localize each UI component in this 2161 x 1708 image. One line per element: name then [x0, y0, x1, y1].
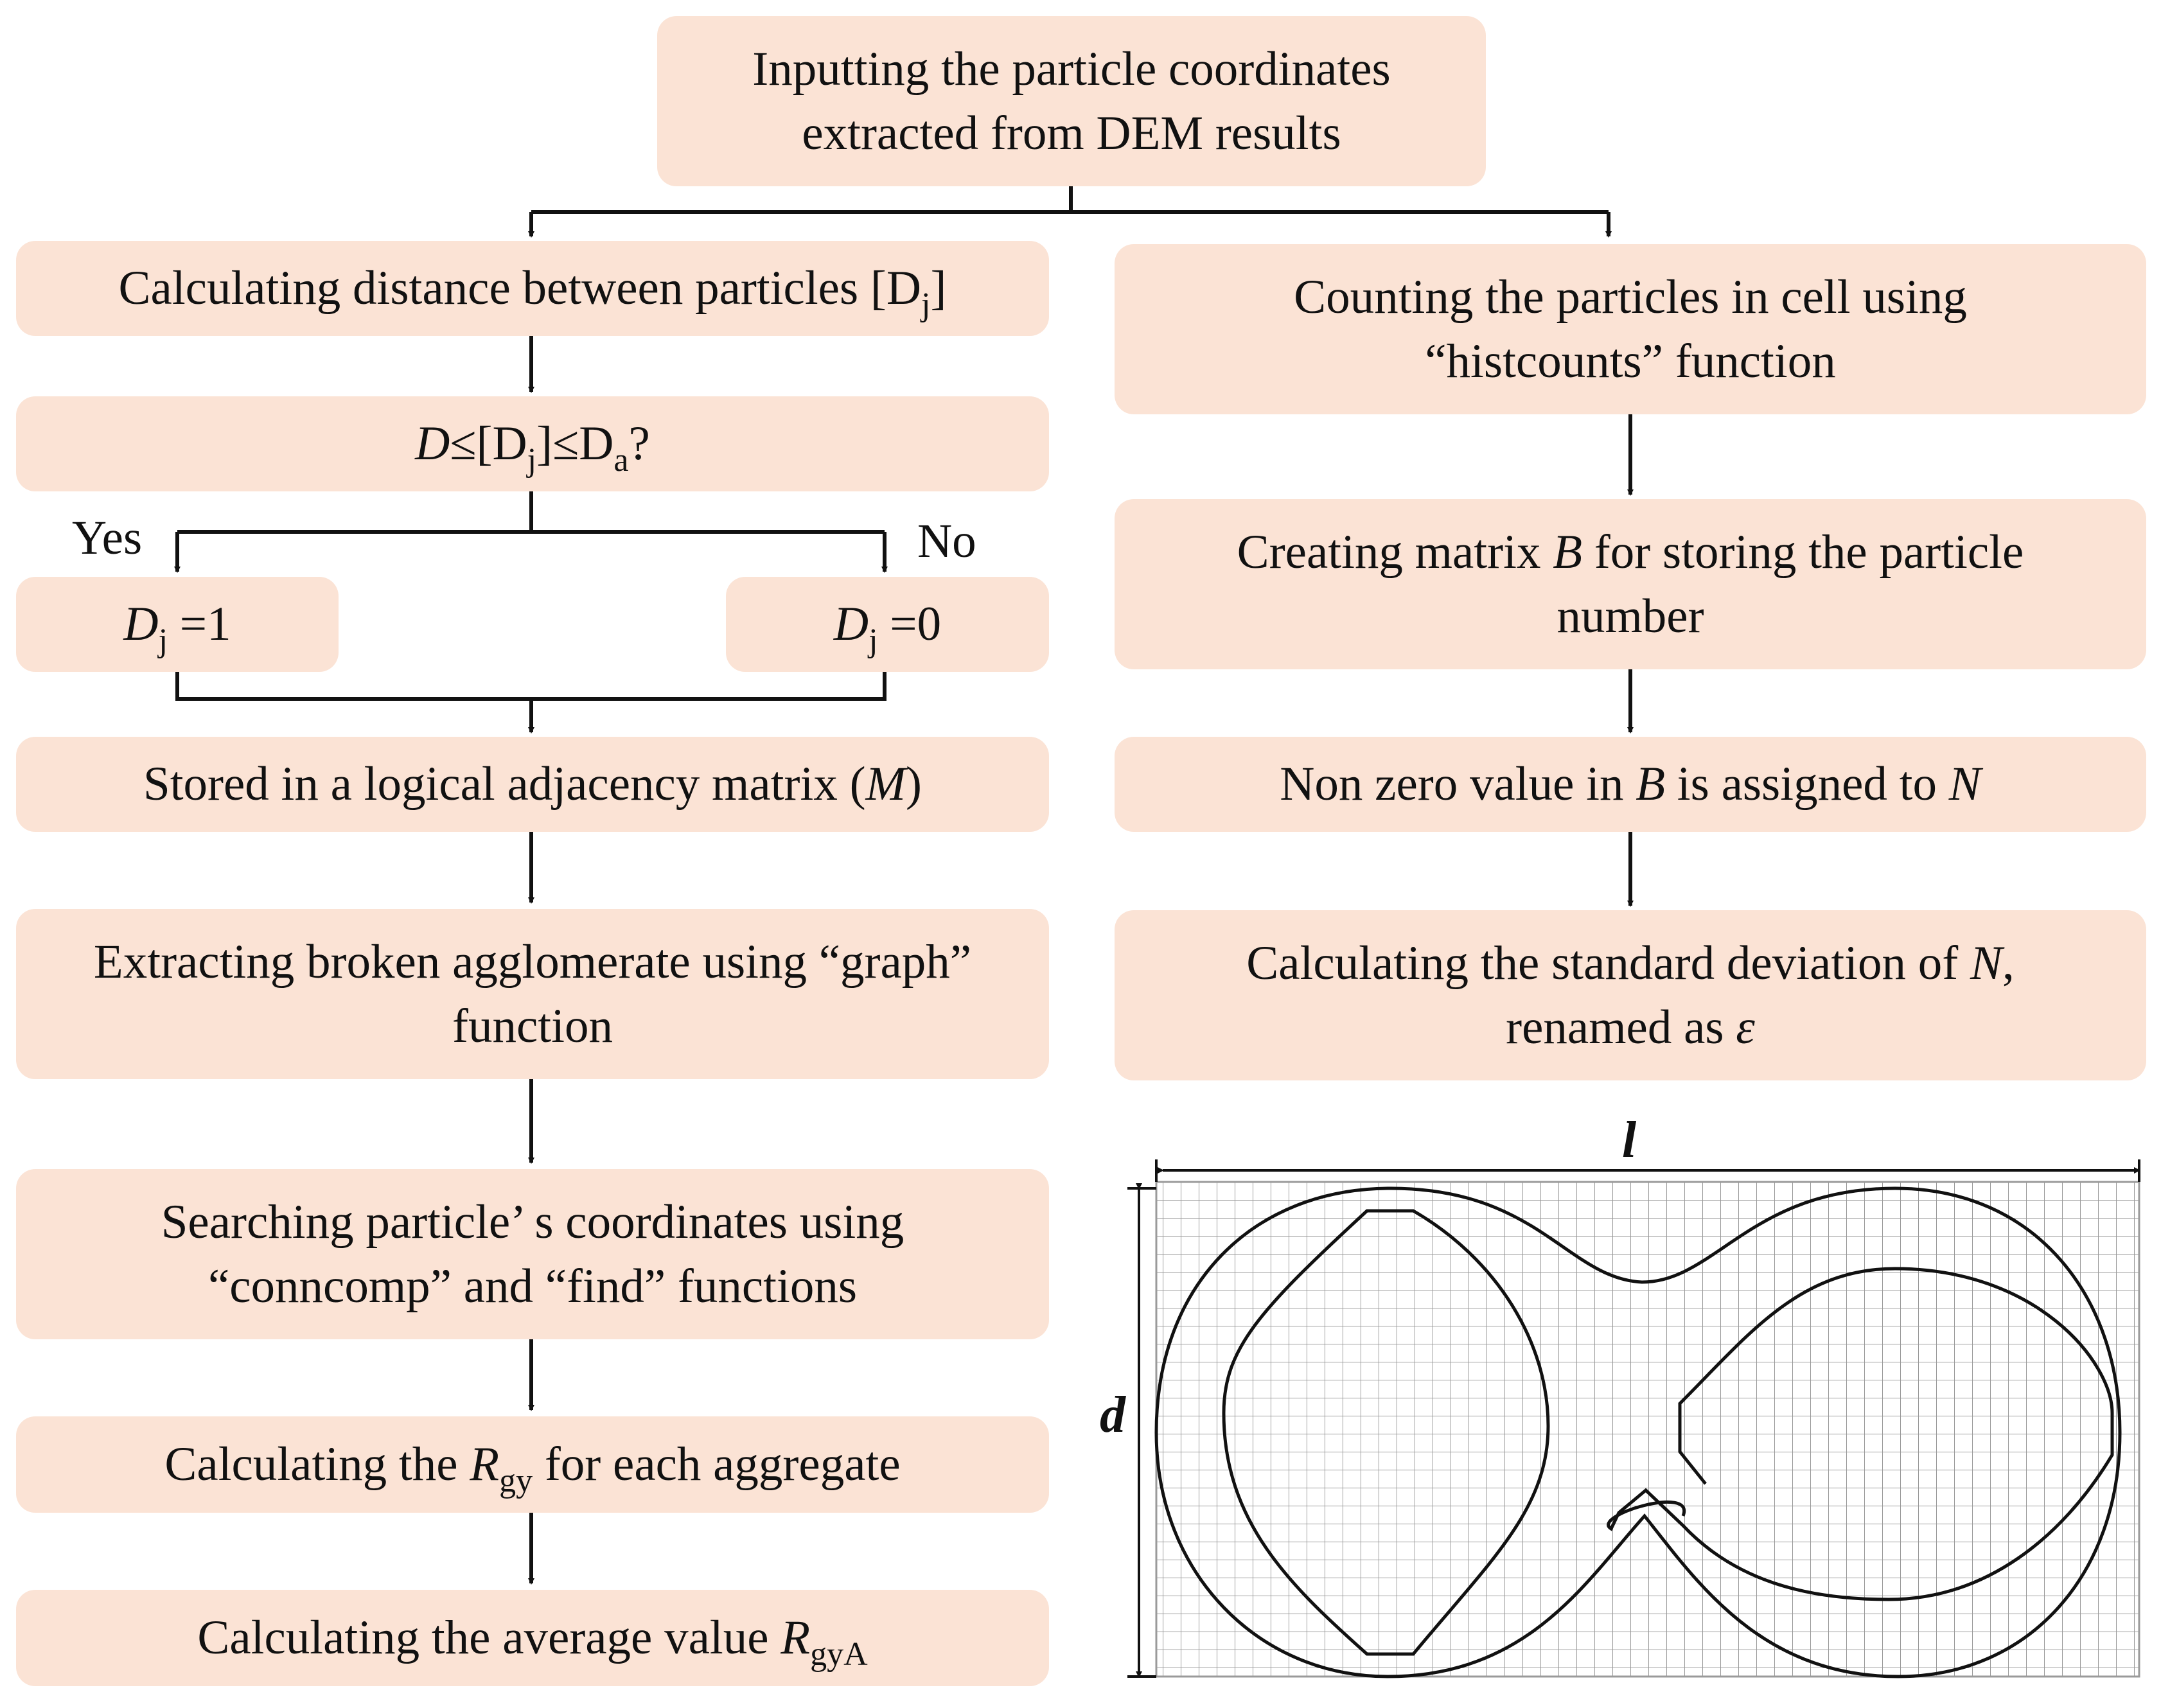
calc-distance-text: Calculating distance between particles […: [118, 261, 947, 323]
extract-text: Extracting broken agglomerate using “gra…: [93, 935, 972, 1053]
rgy-text: Calculating the Rgy for each aggregate: [164, 1438, 901, 1499]
nonzero-box: Non zero value in B is assigned to N: [1115, 737, 2146, 832]
extract-box: Extracting broken agglomerate using “gra…: [16, 909, 1049, 1079]
input-box: Inputting the particle coordinates extra…: [657, 16, 1486, 186]
matrix-text: Creating matrix B for storing the partic…: [1237, 525, 2024, 643]
stored-box: Stored in a logical adjacency matrix (M): [16, 737, 1049, 832]
calc-distance-box: Calculating distance between particles […: [16, 241, 1049, 336]
count-text: Counting the particles in cell using “hi…: [1294, 270, 1967, 388]
std-text: Calculating the standard deviation of N,…: [1246, 936, 2015, 1054]
dimension-l-label: l: [1622, 1112, 1637, 1168]
inner-contour-left: [1222, 1209, 1550, 1656]
yes-label: Yes: [72, 511, 143, 565]
grid-figure: [1127, 1159, 2140, 1678]
matrix-box: Creating matrix B for storing the partic…: [1115, 499, 2146, 669]
dj0-text: Dj =0: [833, 597, 942, 659]
dimension-d-label: d: [1100, 1387, 1125, 1443]
condition-text: D≤[Dj]≤Da?: [415, 417, 650, 479]
no-label: No: [917, 515, 976, 568]
stored-text: Stored in a logical adjacency matrix (M): [143, 757, 922, 811]
condition-box: D≤[Dj]≤Da?: [16, 396, 1049, 491]
connector-merge: [175, 668, 886, 701]
dj1-text: Dj =1: [123, 597, 231, 659]
outer-contour: [1154, 1186, 2122, 1678]
inner-contour-right: [1607, 1267, 2114, 1601]
nonzero-text: Non zero value in B is assigned to N: [1280, 757, 1981, 811]
average-box: Calculating the average value RgyA: [16, 1590, 1049, 1686]
rgy-box: Calculating the Rgy for each aggregate: [16, 1416, 1049, 1513]
search-box: Searching particle’ s coordinates using …: [16, 1169, 1049, 1339]
grid-background: [1155, 1181, 2140, 1678]
dj1-box: Dj =1: [16, 577, 339, 672]
connector-yes-no: [177, 491, 885, 534]
average-text: Calculating the average value RgyA: [197, 1611, 868, 1673]
count-box: Counting the particles in cell using “hi…: [1115, 244, 2146, 414]
search-text: Searching particle’ s coordinates using …: [161, 1195, 904, 1313]
std-box: Calculating the standard deviation of N,…: [1115, 910, 2146, 1080]
dj0-box: Dj =0: [726, 577, 1049, 672]
input-text: Inputting the particle coordinates extra…: [752, 42, 1391, 160]
